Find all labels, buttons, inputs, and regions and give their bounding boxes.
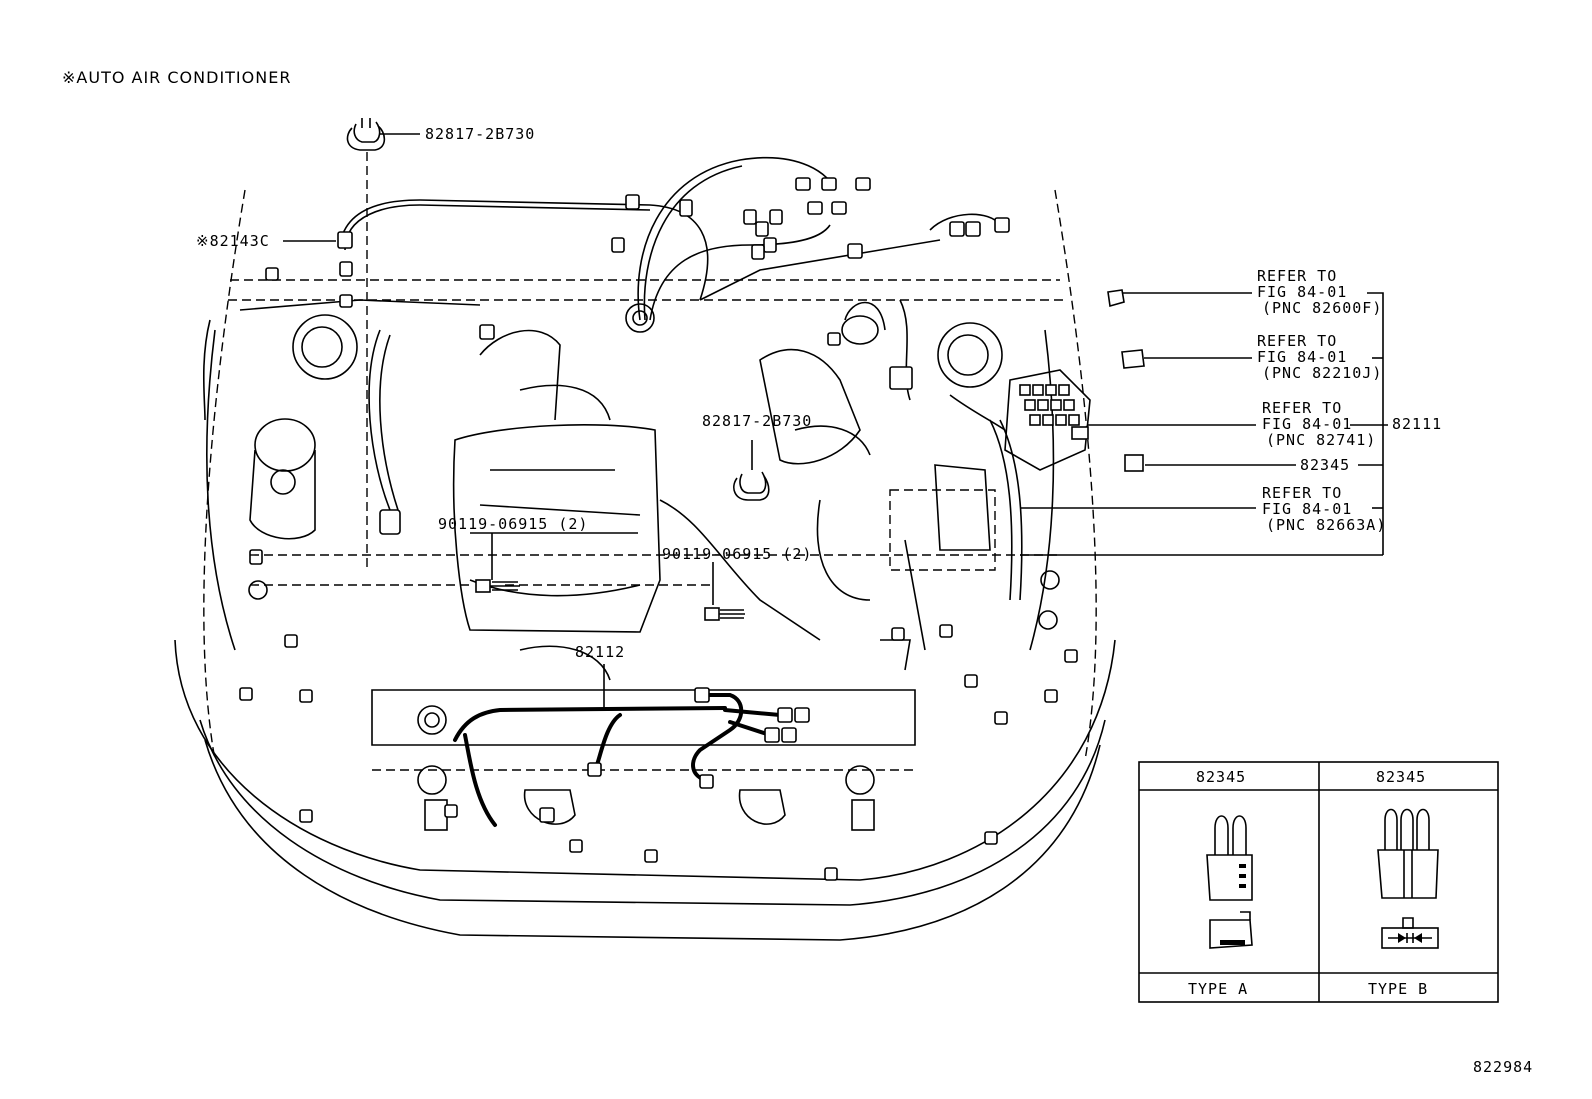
type-b-footer: TYPE B [1368,980,1428,998]
clamp-mid-icon [733,471,770,501]
svg-text:REFER TO: REFER TO [1262,399,1342,417]
callout-clamp-mid: 82817-2B730 [702,412,812,430]
callout-clamp-top: 82817-2B730 [425,125,535,143]
svg-text:FIG 84-01: FIG 84-01 [1257,348,1347,366]
type-table: 82345 82345 TYPE A TYPE B [1138,761,1499,1003]
peripheral-connectors [239,549,1078,881]
svg-text:FIG 84-01: FIG 84-01 [1257,283,1347,301]
clamp-top-icon [346,118,386,151]
lower-harness [453,687,810,827]
svg-text:FIG 84-01: FIG 84-01 [1262,415,1352,433]
callout-relay-note: ※82143C [196,232,270,250]
diagram-title: ※AUTO AIR CONDITIONER [62,68,291,87]
svg-text:REFER TO: REFER TO [1257,332,1337,350]
type-b-header: 82345 [1376,768,1426,786]
figure-number: 822984 [1473,1058,1533,1076]
bolt-left-icon [475,579,520,593]
type-a-header: 82345 [1196,768,1246,786]
callout-82345: 82345 [1300,456,1350,474]
svg-text:REFER TO: REFER TO [1257,267,1337,285]
svg-text:REFER TO: REFER TO [1262,484,1342,502]
callout-bolt-left: 90119-06915 (2) [438,515,588,533]
svg-text:(PNC 82663A): (PNC 82663A) [1266,516,1386,534]
type-a-relay-icon [1206,815,1253,949]
relay-block [949,369,1091,471]
svg-text:FIG 84-01: FIG 84-01 [1262,500,1352,518]
small-relay-icon [1124,454,1144,472]
svg-text:(PNC 82741): (PNC 82741) [1266,431,1376,449]
svg-text:(PNC 82210J): (PNC 82210J) [1262,364,1382,382]
upper-harness [202,156,1023,601]
bolt-right-icon [704,607,745,621]
callout-82111: 82111 [1392,415,1442,433]
refer-note-1: REFER TO FIG 84-01 (PNC 82600F) [1257,267,1382,317]
fuse-icon [1107,289,1125,308]
callout-harness: 82112 [575,643,625,661]
refer-note-4: REFER TO FIG 84-01 (PNC 82663A) [1262,484,1386,534]
callout-bolt-right: 90119-06915 (2) [662,545,812,563]
svg-text:(PNC 82600F): (PNC 82600F) [1262,299,1382,317]
refer-note-3: REFER TO FIG 84-01 (PNC 82741) [1262,399,1376,449]
relay-icon [1121,349,1145,369]
type-b-relay-icon [1377,808,1439,949]
refer-note-2: REFER TO FIG 84-01 (PNC 82210J) [1257,332,1382,382]
type-a-footer: TYPE A [1188,980,1248,998]
